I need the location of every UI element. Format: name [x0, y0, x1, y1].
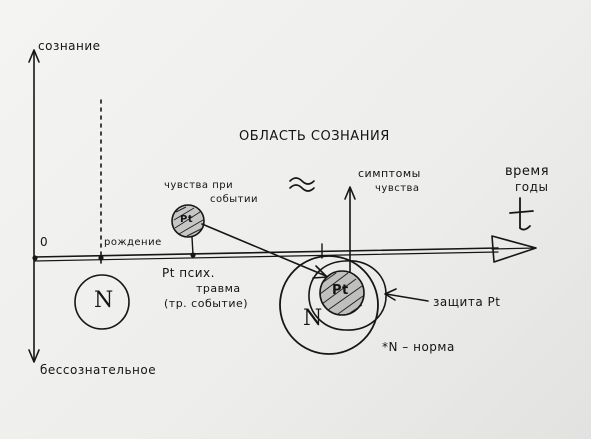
birth-point [98, 255, 104, 261]
origin-label: 0 [40, 235, 49, 249]
trauma-label-line1: Pt псих. [162, 266, 215, 280]
pt-circle-upper [171, 204, 205, 238]
defense-label: защита Pt [433, 295, 501, 309]
feelings-label-line2: событии [210, 194, 259, 205]
time-label-line1: время [505, 164, 550, 179]
symptoms-label-line2: чувства [375, 183, 420, 194]
pt-circle-upper-hatching [173, 206, 204, 237]
axis-top-label: сознание [38, 39, 101, 53]
defense-ring [308, 260, 387, 331]
pt-circle-upper-fill [172, 205, 204, 237]
trauma-label-line2: травма [196, 282, 241, 295]
pt-circle-inner-fill [320, 271, 364, 315]
norm-circle-right [279, 255, 379, 355]
vertical-axis-bottom-arrowhead [28, 349, 40, 363]
feelings-label-line1: чувства при [164, 180, 234, 191]
t-symbol-hook [519, 225, 531, 231]
t-symbol-bar [509, 210, 534, 214]
time-label-line2: годы [515, 180, 549, 194]
defense-arrow [385, 293, 429, 302]
norm-circle-left [74, 274, 130, 330]
norm-note: *N – норма [382, 340, 455, 354]
time-axis-lower-line [33, 251, 499, 262]
origin-point [32, 255, 38, 261]
birth-label: рождение [104, 237, 162, 248]
time-axis-arrowhead-spine [491, 247, 537, 250]
axis-bottom-label: бессознательное [40, 363, 157, 377]
time-axis-upper-line [33, 247, 499, 258]
wave-mark-1 [289, 177, 315, 185]
diagram-title: ОБЛАСТЬ СОЗНАНИЯ [239, 129, 390, 144]
norm-circle-right-letter: N [303, 306, 323, 331]
defense-arrowhead [384, 288, 397, 301]
vertical-axis-top-arrowhead [28, 49, 40, 63]
pt-circle-upper-letter: Pt [180, 214, 194, 225]
pt-stem [191, 236, 194, 256]
pt-circle-inner [319, 270, 365, 316]
symptoms-label-line1: симптомы [358, 167, 421, 180]
trauma-label-line3: (тр. событие) [164, 297, 249, 310]
pt-circle-inner-letter: Pt [332, 283, 349, 298]
wave-mark-2 [289, 184, 315, 192]
symptoms-arrowhead [344, 186, 356, 200]
norm-circle-left-letter: N [94, 288, 114, 313]
pt-connection-arrow [201, 223, 327, 277]
